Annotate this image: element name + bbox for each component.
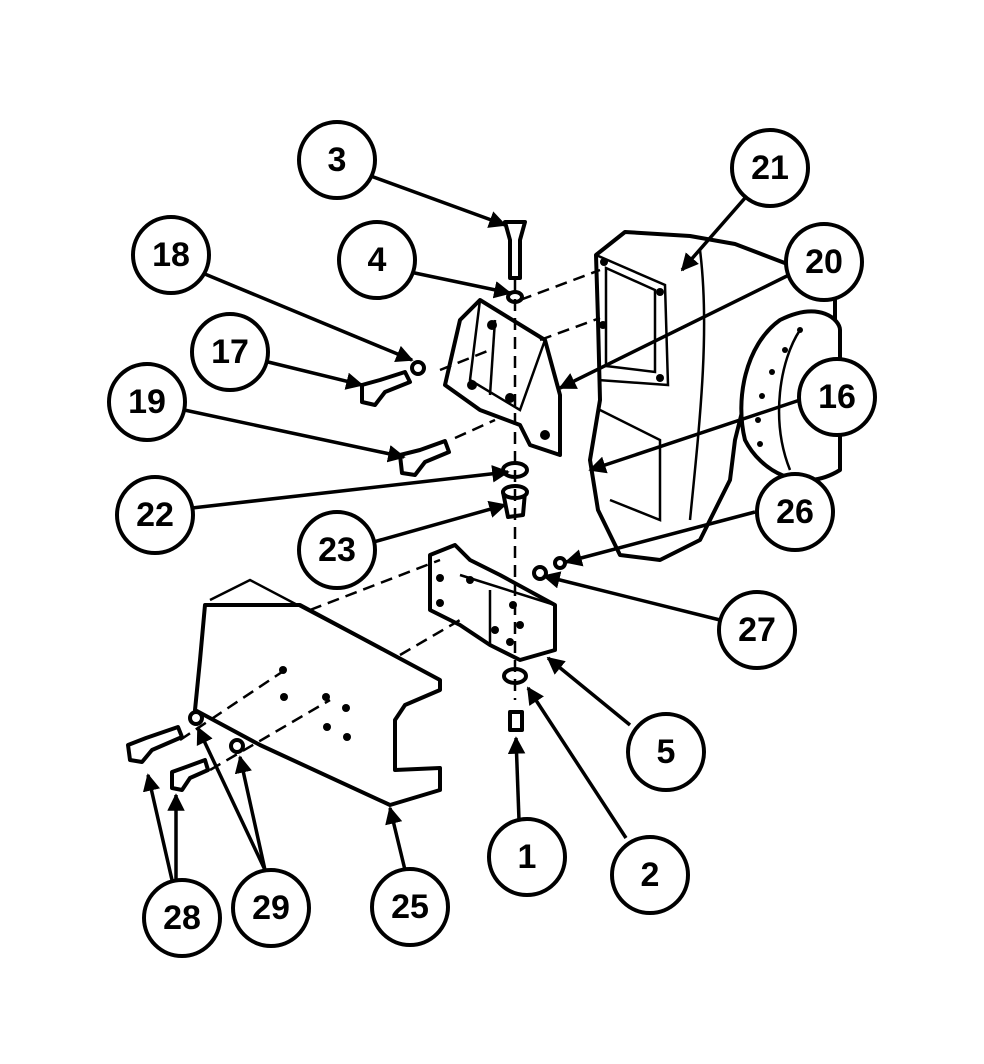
callout-22: 22 xyxy=(115,475,195,555)
callout-3: 3 xyxy=(297,120,377,200)
callout-19: 19 xyxy=(107,362,187,442)
callout-23-label: 23 xyxy=(318,531,356,569)
callout-5: 5 xyxy=(626,712,706,792)
callout-16: 16 xyxy=(797,357,877,437)
bolts-28 xyxy=(126,725,210,792)
callout-18-label: 18 xyxy=(152,236,190,274)
callout-5-label: 5 xyxy=(657,733,676,771)
frame-rail xyxy=(193,578,442,807)
callout-25-label: 25 xyxy=(391,888,429,926)
bolt-17 xyxy=(360,370,412,407)
screw-3 xyxy=(503,220,527,280)
callout-2: 2 xyxy=(610,835,690,915)
callout-3-label: 3 xyxy=(328,141,347,179)
callout-26-label: 26 xyxy=(776,493,814,531)
callout-4: 4 xyxy=(337,220,417,300)
callout-26: 26 xyxy=(755,472,835,552)
callout-29: 29 xyxy=(231,868,311,948)
callout-4-label: 4 xyxy=(368,241,387,279)
callout-20-label: 20 xyxy=(805,243,843,281)
callout-1: 1 xyxy=(487,817,567,897)
callout-17: 17 xyxy=(190,312,270,392)
callout-27: 27 xyxy=(717,590,797,670)
callout-22-label: 22 xyxy=(136,496,174,534)
bolt-1 xyxy=(508,710,524,732)
nut-26 xyxy=(553,556,567,570)
callout-21: 21 xyxy=(730,128,810,208)
callout-21-label: 21 xyxy=(751,149,789,187)
callout-28-label: 28 xyxy=(163,899,201,937)
callout-29-label: 29 xyxy=(252,889,290,927)
flywheel xyxy=(739,309,842,483)
callout-1-label: 1 xyxy=(518,838,537,876)
bolt-19 xyxy=(398,439,451,477)
engine-mount-bracket xyxy=(443,298,562,457)
callout-2-label: 2 xyxy=(641,856,660,894)
callout-18: 18 xyxy=(131,215,211,295)
washer-18 xyxy=(410,360,426,376)
callout-28: 28 xyxy=(142,878,222,958)
callout-19-label: 19 xyxy=(128,383,166,421)
callout-25: 25 xyxy=(370,867,450,947)
leader-arrows xyxy=(142,173,801,881)
callout-23: 23 xyxy=(297,510,377,590)
callout-20: 20 xyxy=(784,222,864,302)
callout-16-label: 16 xyxy=(818,378,856,416)
callout-17-label: 17 xyxy=(211,333,249,371)
washers-29 xyxy=(188,710,245,754)
isolator-block xyxy=(428,543,557,662)
callout-27-label: 27 xyxy=(738,611,776,649)
